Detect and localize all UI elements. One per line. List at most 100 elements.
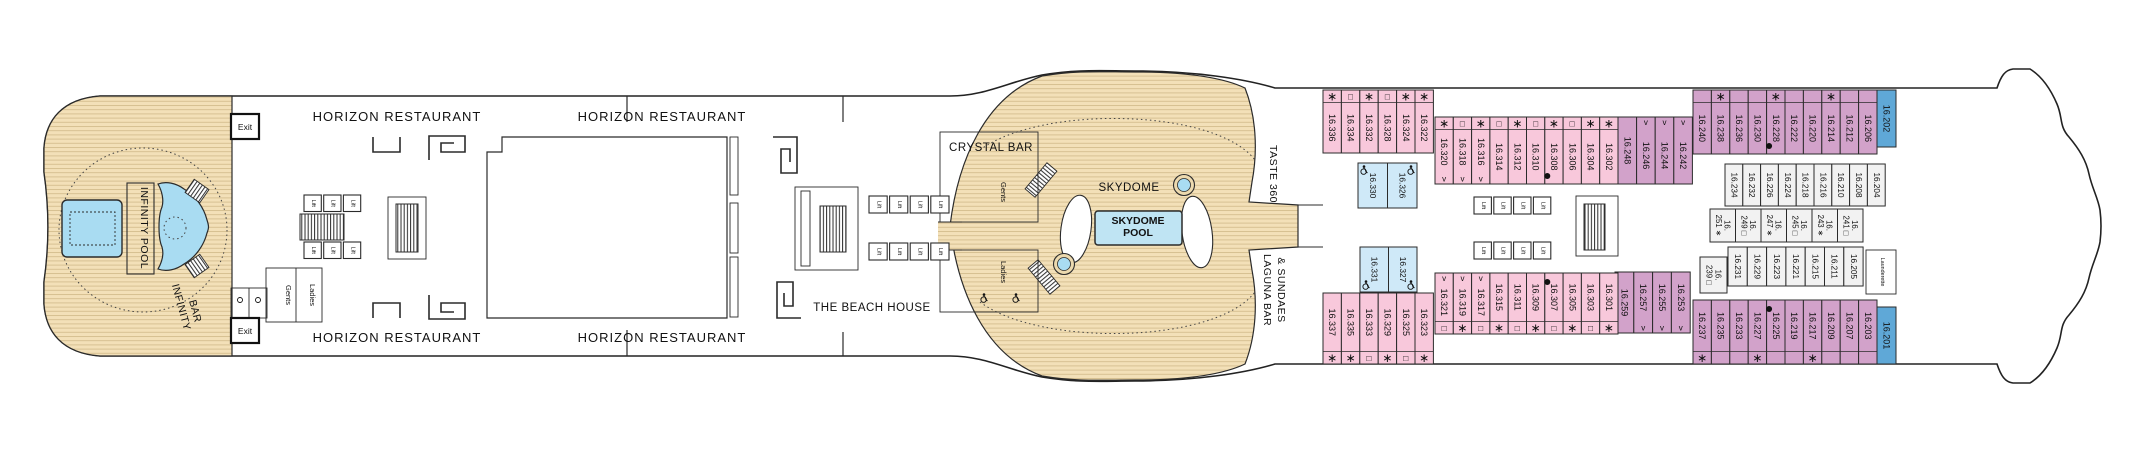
- cabin-number: 16.319: [1457, 288, 1467, 316]
- stair-enclosure: [387, 196, 427, 260]
- cabins: ∗16.336□16.334∗16.332□16.328∗16.324∗16.3…: [1322, 89, 1897, 365]
- cabin-number: 16.223: [1772, 254, 1781, 279]
- cabin-16.334: □16.334: [1340, 89, 1361, 154]
- lift: Lift: [1513, 241, 1532, 260]
- laguna-bar-label-1: LAGUNA BAR: [1261, 254, 1273, 326]
- skydome-pool: SKYDOME POOL: [1094, 210, 1183, 246]
- cabin-16.235: 16.235: [1710, 299, 1731, 365]
- cabin-number: 16.222: [1789, 114, 1799, 142]
- launderette-label: Launderette: [1879, 258, 1885, 287]
- v-mark: v: [1442, 274, 1446, 283]
- sq-symbol: □: [1496, 119, 1501, 129]
- cabin-16.312: ∗16.312: [1507, 116, 1527, 185]
- cabin-16.215: 16.215: [1804, 246, 1825, 287]
- cabin-16.332: ∗16.332: [1359, 89, 1379, 154]
- cabin-number: 16.: [1713, 270, 1722, 281]
- skydome-pool-label-2: POOL: [1123, 227, 1153, 239]
- cabin-number: 16.246: [1641, 142, 1651, 170]
- cabin-number: 16.248: [1622, 137, 1632, 165]
- cabin-number: 16.259: [1619, 289, 1629, 317]
- lift-label: Lift: [1500, 247, 1506, 255]
- cabin-number: 16.333: [1364, 308, 1374, 336]
- cabin-number: 16.320: [1439, 138, 1449, 166]
- lift: Lift: [323, 241, 342, 260]
- cabin-number: 16.: [1748, 220, 1757, 231]
- cabin-number: 16.: [1723, 220, 1732, 231]
- cabin-number: 16.204: [1872, 172, 1881, 197]
- cabin-16.249: 16.249 □: [1735, 208, 1762, 243]
- beach-house-label: THE BEACH HOUSE: [813, 302, 930, 314]
- lift-label: Lift: [1520, 202, 1526, 210]
- lift-label: Lift: [937, 201, 943, 209]
- cabin-16.225: 16.225: [1766, 299, 1786, 365]
- cabin-16.311: □ 16.311: [1507, 272, 1527, 335]
- star-symbol: ∗: [1771, 90, 1781, 104]
- sq-symbol: □: [1515, 323, 1520, 333]
- cabin-number: 241 □: [1841, 216, 1850, 236]
- cabin-number: 16.210: [1836, 172, 1845, 197]
- cabin-16.203: 16.203: [1858, 299, 1878, 365]
- cabin-number: 16.325: [1401, 308, 1411, 336]
- cabin-16.337: ∗16.337: [1322, 292, 1342, 365]
- v-mark: v: [1479, 274, 1483, 283]
- star-symbol: ∗: [1494, 321, 1504, 335]
- cabin-number: 16.311: [1512, 284, 1522, 311]
- cabin-16.308: ∗16.308: [1544, 116, 1564, 185]
- cabin-16.302: ∗16.302: [1599, 116, 1619, 185]
- sq-symbol: □: [1442, 323, 1447, 333]
- sq-symbol: □: [1478, 323, 1483, 333]
- lift: Lift: [303, 194, 322, 213]
- lift-label: Lift: [1539, 247, 1545, 255]
- cabin-number: 16.329: [1382, 308, 1392, 336]
- lift-label: Lift: [310, 200, 316, 208]
- cabin-16.320: ∗v16.320: [1434, 116, 1454, 185]
- cabin-16.202: 16.202: [1876, 89, 1897, 148]
- cabin-16.330: 16.330: [1357, 162, 1388, 209]
- cabin-16.230: 16.230: [1747, 89, 1768, 155]
- cabin-number: 16.330: [1368, 173, 1378, 199]
- lift-label: Lift: [896, 248, 902, 256]
- sq-symbol: □: [1460, 119, 1465, 129]
- cabin-16.209: 16.209: [1821, 299, 1841, 365]
- cabin-16.206: 16.206: [1858, 89, 1878, 155]
- star-symbol: ∗: [1401, 90, 1411, 104]
- cabin-number: 16.207: [1844, 312, 1854, 340]
- skydome-label: SKYDOME: [1098, 182, 1159, 194]
- cabin-number: 16.202: [1882, 105, 1892, 133]
- stair-enclosure: [1575, 195, 1619, 257]
- connecting-dot: [1766, 306, 1773, 312]
- cabin-16.248: 16.248: [1617, 116, 1638, 185]
- cabin-number: 16.322: [1419, 114, 1429, 142]
- cabin-16.251: 16.251 ∗: [1709, 208, 1736, 243]
- horizon-restaurant-label-br: HORIZON RESTAURANT: [578, 330, 747, 345]
- cabin-16.325: □16.325: [1396, 292, 1416, 365]
- star-symbol: ∗: [1567, 321, 1577, 335]
- v-mark: v: [1479, 175, 1483, 184]
- cabin-number: 16.303: [1586, 283, 1596, 311]
- laguna-bar-label-2: & SUNDAES: [1275, 257, 1287, 322]
- cabin-16.231: 16.231: [1727, 246, 1748, 287]
- cabin-number: 16.206: [1863, 114, 1873, 142]
- pool-bar-band: [126, 182, 155, 275]
- cabin-16.212: 16.212: [1839, 89, 1860, 155]
- star-symbol: ∗: [1476, 117, 1486, 131]
- cabin-number: 16.: [1850, 220, 1859, 231]
- cabin-16.234: 16.234: [1724, 163, 1744, 207]
- bulkhead-stubs: [626, 96, 844, 356]
- cabin-number: 16.221: [1791, 254, 1800, 279]
- cabin-number: 247 ∗: [1765, 215, 1774, 237]
- cabin-number: 16.334: [1346, 114, 1356, 142]
- cabin-16.321: □v16.321: [1434, 272, 1454, 335]
- cabin-number: 16.244: [1660, 142, 1670, 170]
- cabin-number: 16.257: [1638, 284, 1648, 312]
- lift: Lift: [889, 242, 909, 261]
- cabin-number: 16.331: [1369, 257, 1379, 283]
- cabin-number: 16.215: [1810, 254, 1819, 279]
- star-symbol: ∗: [1327, 351, 1337, 365]
- horizon-restaurant-label-tl: HORIZON RESTAURANT: [313, 109, 482, 124]
- cabin-number: 16.228: [1771, 114, 1781, 142]
- servery-wall: [729, 256, 739, 318]
- spa-pool: [1052, 252, 1076, 276]
- lift-label: Lift: [917, 248, 923, 256]
